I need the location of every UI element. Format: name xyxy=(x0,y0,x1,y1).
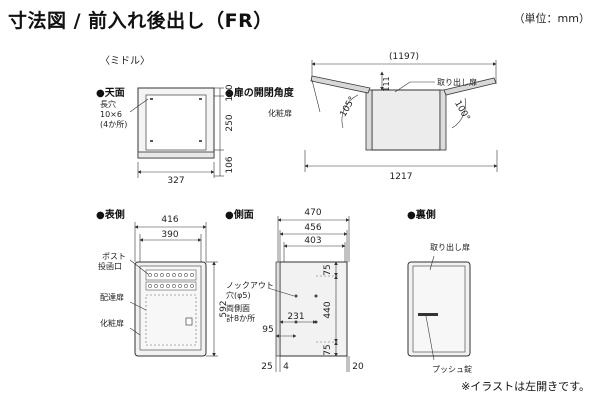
top-dim-100: 100 xyxy=(225,84,235,101)
section-side-title: ●側面 xyxy=(225,210,254,221)
door-label-cosmetic: 化粧扉 xyxy=(268,108,292,118)
front-label-post-1: ポスト xyxy=(102,252,126,261)
section-back-title: ●裏側 xyxy=(407,210,436,221)
side-dim-231: 231 xyxy=(287,312,304,322)
side-label-knockout-1: ノックアウト xyxy=(226,281,274,290)
front-label-cosmetic: 化粧扉 xyxy=(100,318,124,328)
front-view-diagram xyxy=(129,222,218,357)
side-dim-75-bottom: 75 xyxy=(323,344,333,355)
side-dim-440: 440 xyxy=(323,301,333,318)
illustration-note: ※イラストは左開きです。 xyxy=(461,380,590,393)
side-dim-403: 403 xyxy=(304,236,321,246)
back-view-diagram xyxy=(407,255,471,361)
door-dim-1197: (1197) xyxy=(389,52,419,62)
side-view-diagram xyxy=(267,216,350,372)
top-slot-label-3: (4か所) xyxy=(100,119,127,129)
front-label-delivery: 配達扉 xyxy=(100,292,124,302)
side-dim-20: 20 xyxy=(352,362,364,372)
top-dim-327: 327 xyxy=(167,176,184,186)
door-dim-1217: 1217 xyxy=(390,172,413,182)
front-dim-390: 390 xyxy=(161,230,178,240)
back-label-push: プッシュ錠 xyxy=(432,364,472,374)
side-dim-4: 4 xyxy=(283,362,289,372)
front-label-post-2: 投函口 xyxy=(98,261,122,271)
variant-label: 〈ミドル〉 xyxy=(100,56,150,67)
side-label-knockout-4: 計8か所 xyxy=(226,313,255,323)
door-label-takeout: 取り出し扉 xyxy=(437,77,477,87)
top-view-diagram xyxy=(129,87,224,178)
section-front-title: ●表側 xyxy=(96,210,125,221)
page-title: 寸法図 / 前入れ後出し（FR） xyxy=(8,10,273,32)
door-dim-111: 111 xyxy=(382,76,391,91)
back-label-takeout: 取り出し扉 xyxy=(430,242,470,252)
side-label-knockout-3: 両側面 xyxy=(226,303,250,313)
side-label-knockout-2: 穴(φ5) xyxy=(226,290,251,300)
front-dim-592: 592 xyxy=(219,300,229,317)
top-slot-label-1: 長穴 xyxy=(100,99,116,109)
top-dim-250: 250 xyxy=(225,114,235,131)
side-dim-456: 456 xyxy=(304,223,321,233)
unit-label: （単位：mm） xyxy=(513,12,590,25)
side-dim-75-top: 75 xyxy=(323,264,333,275)
side-dim-470: 470 xyxy=(304,208,321,218)
side-dim-25: 25 xyxy=(261,362,272,372)
section-top-title: ●天面 xyxy=(96,88,125,99)
door-angle-right: 100° xyxy=(452,99,472,123)
top-dim-106: 106 xyxy=(225,156,235,173)
section-door-angle-title: ●扉の開閉角度 xyxy=(225,88,294,99)
door-angle-diagram xyxy=(304,60,498,172)
front-dim-416: 416 xyxy=(161,215,178,225)
top-slot-label-2: 10×6 xyxy=(100,110,122,119)
door-angle-left: 105° xyxy=(339,95,359,119)
side-dim-95: 95 xyxy=(262,325,273,335)
